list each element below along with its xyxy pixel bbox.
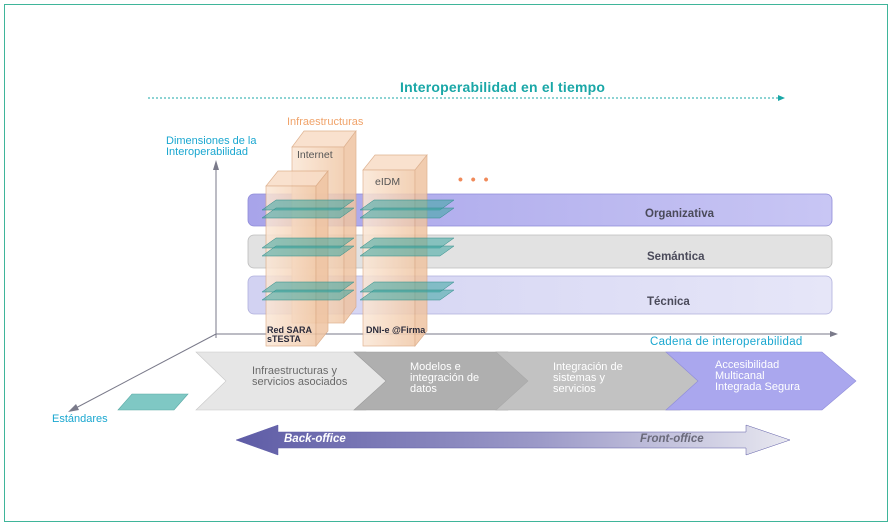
dimensions-axis-label: Dimensiones de la Interoperabilidad [166, 135, 257, 158]
frame-border [4, 4, 888, 522]
front-office-label: Front-office [640, 433, 704, 445]
diagram-title: Interoperabilidad en el tiempo [400, 79, 606, 95]
chain-axis-label: Cadena de interoperabilidad [650, 336, 803, 348]
diagonal-axis-arrowhead [68, 404, 79, 412]
infrastructures-label: Infraestructuras [287, 116, 364, 128]
vertical-axis-arrowhead [213, 160, 219, 170]
chain-step-label-modelos: Modelos e integración de datos [410, 361, 480, 395]
pillar-red-sara [265, 170, 329, 347]
pillar-bottom-label-dnie: DNI-e @Firma [366, 325, 426, 335]
pillar-bottom-label-red-sara: Red SARA sTESTA [267, 325, 312, 344]
timeline-arrowhead [778, 95, 785, 101]
office-double-arrow [235, 424, 791, 456]
layer-label-organizativa: Organizativa [645, 208, 715, 220]
chain-step-label-accesibilidad: Accesibilidad Multicanal Integrada Segur… [715, 359, 801, 393]
back-office-label: Back-office [284, 433, 346, 445]
pillar-top-label-eidm: eIDM [375, 176, 401, 188]
standards-tile [117, 393, 189, 411]
layer-label-tecnica: Técnica [647, 296, 690, 308]
ellipsis-label: • • • [458, 171, 491, 187]
diagonal-axis [71, 333, 217, 411]
chain-step-label-integracion: Integración de sistemas y servicios [553, 361, 623, 395]
chain-step-accesibilidad [665, 351, 857, 411]
pillar-top-label-internet: Internet [297, 149, 333, 161]
standards-axis-label: Estándares [52, 413, 108, 425]
chain-step-label-infra: Infraestructuras y servicios asociados [252, 365, 348, 388]
horizontal-axis-arrowhead [830, 331, 838, 337]
layer-label-semantica: Semántica [647, 251, 705, 263]
teal-planes [261, 199, 455, 301]
